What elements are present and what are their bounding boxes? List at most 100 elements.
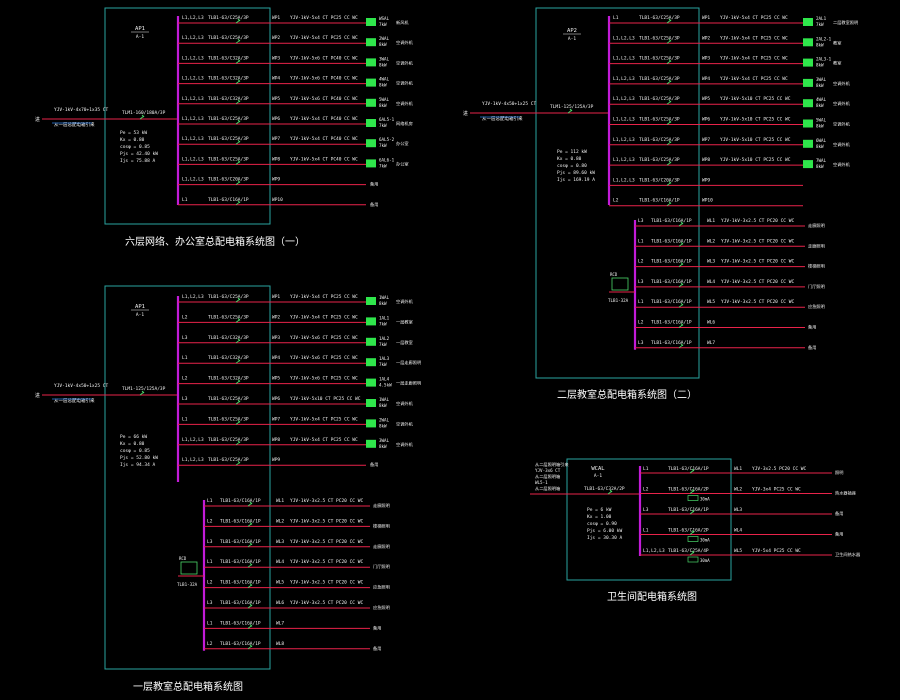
p3-main-breaker: TLM1-125/125A/3P bbox=[550, 104, 594, 110]
p2-sub-cable-4: YJV-1kV-3x2.5 CT PC20 CC WC bbox=[290, 580, 363, 586]
p3-sub-breaker-6: TLB1-63/C16A/1P bbox=[651, 340, 692, 346]
p1-load-box-label-5: 6AL5-1 bbox=[379, 117, 395, 122]
p3-sub-breaker-symbol-3 bbox=[678, 282, 684, 288]
p2-circuit-breaker-8: TLB1-63/C25A/3P bbox=[208, 457, 249, 463]
p3-circuit-id-8: WP9 bbox=[702, 177, 710, 183]
p4-feed-line-3: WL5-1 bbox=[535, 480, 548, 485]
p2-load-box-6 bbox=[366, 419, 376, 428]
p2-circuit-dest-4: 一层走廊照明 bbox=[396, 380, 421, 387]
p4-main-breaker-symbol bbox=[607, 489, 613, 495]
panel-4-title: 卫生间配电箱系统图 bbox=[607, 590, 697, 603]
p4-feed-line-1: YJV-3x6 CT bbox=[535, 468, 561, 473]
p2-sub-cable-1: YJV-1kV-3x2.5 CT PC20 CC WC bbox=[290, 518, 363, 524]
p3-sub-phase-0: L3 bbox=[638, 218, 644, 224]
p3-load-box-kw-0: 7kW bbox=[816, 22, 824, 27]
p2-sub-breaker-symbol-1 bbox=[247, 522, 253, 527]
p3-load-box-label-1: 2AL2-1 bbox=[816, 36, 832, 41]
p4-circuit-breaker-symbol-2 bbox=[689, 509, 695, 515]
p2-load-box-kw-1: 7kW bbox=[379, 321, 387, 326]
p2-main-breaker: TLM1-125/125A/3P bbox=[122, 386, 166, 392]
p2-sub-cable-3: YJV-1kV-3x2.5 CT PC20 CC WC bbox=[290, 559, 363, 565]
p2-circuit-dest-3: 一层走廊照明 bbox=[396, 359, 421, 366]
p4-circuit-breaker-3: TLB1-63/C16A/2P bbox=[668, 528, 709, 534]
p1-circuit-cable-7: YJV-1kV-5x4 CT PC40 CC WC bbox=[290, 156, 358, 162]
p3-param-2: cosφ = 0.80 bbox=[557, 163, 587, 169]
p3-circuit-cable-6: YJV-1kV-5x10 CT PC25 CC WC bbox=[720, 137, 791, 143]
p3-sub-id-1: WL2 bbox=[707, 238, 715, 244]
p3-sub-breaker-0: TLB1-63/C16A/1P bbox=[651, 218, 692, 224]
p1-circuit-breaker-symbol-3 bbox=[235, 79, 241, 84]
p2-panel-sub: A-1 bbox=[136, 312, 144, 318]
p3-circuit-dest-5: 空调外机 bbox=[833, 121, 851, 128]
p3-circuit-id-7: WP8 bbox=[702, 157, 710, 163]
p3-load-box-1 bbox=[803, 38, 813, 47]
p3-circuit-breaker-symbol-7 bbox=[666, 160, 672, 166]
p3-circuit-breaker-2: TLB1-63/C25A/3P bbox=[639, 56, 680, 62]
p2-circuit-id-0: WP1 bbox=[272, 294, 280, 300]
p2-sub-breaker-6: TLB1-63/C16A/1P bbox=[220, 620, 261, 626]
p1-circuit-breaker-7: TLB1-63/C25A/3P bbox=[208, 156, 249, 162]
p2-sub-dest-1: 楼梯照明 bbox=[373, 522, 390, 529]
p1-param-1: Kx = 0.80 bbox=[120, 137, 145, 143]
p1-circuit-breaker-symbol-0 bbox=[235, 18, 241, 24]
p3-load-box-6 bbox=[803, 139, 813, 148]
p3-load-box-label-4: 4WAL bbox=[816, 97, 827, 102]
p3-sub-breaker-symbol-0 bbox=[678, 221, 684, 227]
p4-circuit-id-2: WL3 bbox=[734, 507, 742, 513]
p4-rcd-4: 30mA bbox=[700, 558, 710, 563]
p3-rcd-model: TLB1-32A bbox=[608, 298, 629, 303]
p3-sub-phase-5: L2 bbox=[638, 320, 644, 326]
p3-sub-phase-2: L2 bbox=[638, 259, 644, 265]
p2-circuit-dest-1: 一层教室 bbox=[396, 318, 413, 325]
p2-sub-dest-6: 备用 bbox=[373, 624, 381, 631]
p3-sub-breaker-symbol-4 bbox=[678, 302, 684, 308]
p3-load-box-4 bbox=[803, 99, 813, 108]
p3-rcd-label: RCD bbox=[610, 272, 618, 277]
p3-circuit-phase-8: L1,L2,L3 bbox=[613, 177, 635, 183]
p1-circuit-id-5: WP6 bbox=[272, 116, 280, 122]
p2-rcd-model: TLB1-32A bbox=[177, 582, 198, 587]
p3-sub-cable-0: YJV-1kV-3x2.5 CT PC20 CC WC bbox=[721, 218, 794, 224]
p2-circuit-breaker-5: TLB1-63/C25A/3P bbox=[208, 396, 249, 402]
p2-load-box-kw-0: 8kW bbox=[379, 301, 387, 306]
p2-sub-id-1: WL2 bbox=[276, 518, 284, 524]
p4-circuit-breaker-4: TLB1-63/C25A/4P bbox=[668, 548, 709, 554]
p2-circuit-phase-2: L3 bbox=[182, 335, 188, 341]
p1-circuit-breaker-6: TLB1-63/C25A/3P bbox=[208, 136, 249, 142]
p2-sub-phase-5: L3 bbox=[207, 600, 213, 606]
p3-feed-mark: 进 bbox=[463, 110, 468, 117]
p3-circuit-phase-1: L1,L2,L3 bbox=[613, 35, 635, 41]
p2-sub-breaker-1: TLB1-63/C16A/1P bbox=[220, 518, 261, 524]
p3-circuit-breaker-symbol-4 bbox=[666, 99, 672, 105]
p2-param-3: Pjs = 52.80 kW bbox=[120, 455, 158, 461]
p2-circuit-id-7: WP8 bbox=[272, 437, 280, 443]
p1-circuit-phase-0: L1,L2,L3 bbox=[182, 15, 204, 21]
p3-load-box-kw-5: 8kW bbox=[816, 124, 824, 129]
p2-circuit-breaker-6: TLB1-63/C25A/3P bbox=[208, 416, 249, 422]
panel-2-title: 一层教室总配电箱系统图 bbox=[133, 680, 243, 693]
p4-rcd-3: 30mA bbox=[700, 538, 710, 543]
p3-circuit-dest-1: 教室 bbox=[833, 39, 841, 46]
p1-circuit-breaker-4: TLB1-63/C32A/3P bbox=[208, 96, 249, 102]
p2-circuit-dest-6: 空调外机 bbox=[396, 420, 414, 427]
p3-sub-id-3: WL4 bbox=[707, 279, 715, 285]
p3-sub-breaker-symbol-5 bbox=[678, 323, 684, 328]
p3-sub-dest-5: 备用 bbox=[808, 324, 816, 331]
p3-sub-dest-6: 备用 bbox=[808, 344, 816, 351]
p2-circuit-breaker-symbol-7 bbox=[235, 440, 241, 446]
p2-circuit-phase-0: L1,L2,L3 bbox=[182, 294, 204, 300]
p3-circuit-cable-2: YJV-1kV-5x4 CT PC25 CC WC bbox=[720, 56, 788, 62]
p2-circuit-dest-7: 空调外机 bbox=[396, 441, 414, 448]
p3-load-box-kw-6: 8kW bbox=[816, 144, 824, 149]
p2-main-breaker-symbol bbox=[139, 390, 145, 396]
p2-circuit-id-8: WP9 bbox=[272, 457, 280, 463]
p2-sub-breaker-symbol-6 bbox=[247, 624, 253, 629]
p4-feed-line-2: 从二层照明箱 bbox=[535, 473, 560, 480]
p2-load-box-label-7: 3WAL bbox=[379, 438, 390, 443]
p1-load-box-kw-0: 7kW bbox=[379, 22, 387, 27]
p1-circuit-breaker-9: TLB1-63/C16A/1P bbox=[208, 197, 249, 203]
p1-circuit-breaker-2: TLB1-63/C32A/3P bbox=[208, 55, 249, 61]
p3-circuit-breaker-0: TLB1-63/C25A/3P bbox=[639, 15, 680, 21]
p2-load-box-4 bbox=[366, 378, 376, 387]
